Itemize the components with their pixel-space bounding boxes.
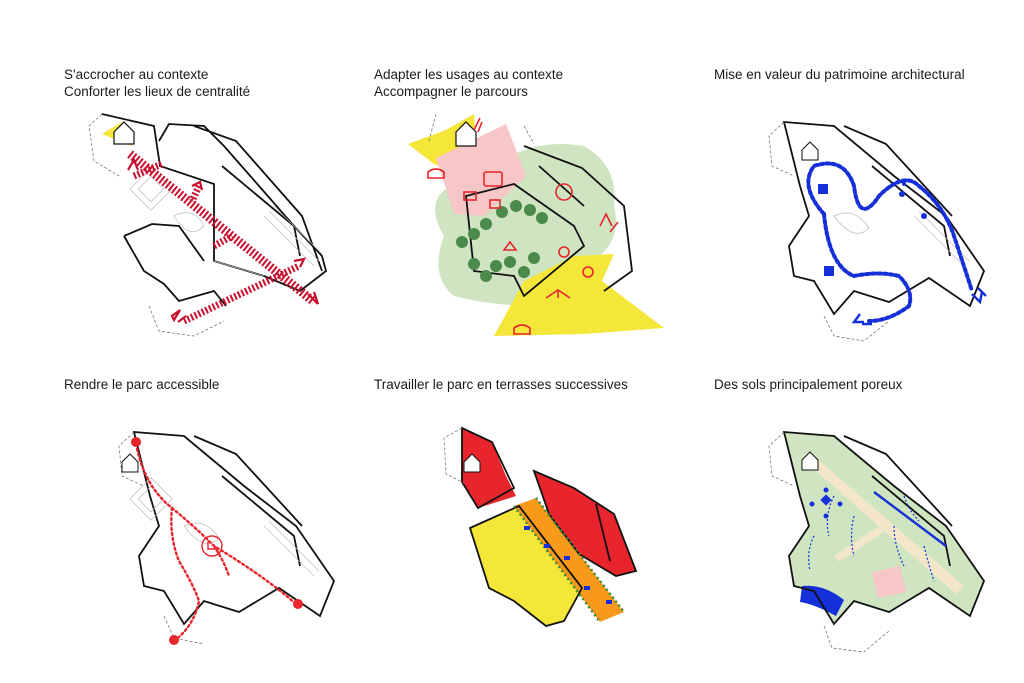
landmark-icon: [801, 451, 819, 471]
sand-path-main: [808, 456, 964, 594]
panel-caption: Rendre le parc accessible: [64, 376, 219, 393]
site-outline-dashed: [768, 121, 890, 342]
diagram-panel-uses: Adapter les usages au contexte Accompagn…: [374, 66, 694, 356]
site-map: [118, 431, 336, 645]
trees: [456, 200, 548, 282]
pink-plaza: [872, 566, 906, 598]
site-outline-dashed: [443, 427, 467, 485]
site-outline: [461, 426, 638, 627]
diagram-panel-terraces: Travailler le parc en terrasses successi…: [374, 376, 694, 666]
panel-caption: Adapter les usages au contexte Accompagn…: [374, 66, 563, 100]
site-detail: [129, 167, 323, 277]
accessible-route: [134, 442, 298, 643]
green-dotted-edge: [512, 497, 626, 623]
yellow-zone-bottom: [494, 254, 664, 336]
site-outline-dashed: [428, 113, 535, 145]
heritage-route: [806, 161, 974, 323]
route-endpoint-2: [293, 599, 303, 609]
landmark-icon: [455, 121, 477, 147]
diagram-panel-porous-soils: Des sols principalement poreux: [714, 376, 1024, 666]
terrace-yellow: [470, 506, 582, 626]
terrace-red-right: [534, 471, 636, 576]
site-outline: [782, 431, 986, 626]
site-outline-dashed: [118, 431, 205, 645]
site-map: [443, 426, 638, 627]
site-map: [768, 431, 986, 653]
accessibility-icon: [201, 535, 223, 557]
caption-line-1: Mise en valeur du patrimoine architectur…: [714, 67, 965, 82]
caption-line-1: Travailler le parc en terrasses successi…: [374, 377, 628, 392]
terrace-red-top: [462, 428, 516, 508]
site-outline-dashed: [768, 431, 890, 653]
arrowheads: [851, 287, 987, 326]
panel-caption: Des sols principalement poreux: [714, 376, 902, 393]
pink-zone: [436, 124, 526, 216]
panel-caption: S'accrocher au contexte Conforter les li…: [64, 66, 250, 100]
drainage-channel: [873, 491, 947, 547]
landmark-icon: [463, 453, 481, 473]
landmark-icon: [113, 121, 135, 145]
usage-icons: [427, 117, 619, 335]
route-endpoint-3: [169, 635, 179, 645]
heritage-dots: [899, 182, 927, 219]
panel-caption: Travailler le parc en terrasses successi…: [374, 376, 628, 393]
diagram-panel-context: S'accrocher au contexte Conforter les li…: [64, 66, 384, 356]
route-endpoint-1: [131, 437, 141, 447]
panel-caption: Mise en valeur du patrimoine architectur…: [714, 66, 965, 83]
water-basin: [800, 585, 844, 616]
heritage-square-2: [824, 266, 834, 276]
caption-line-1: Des sols principalement poreux: [714, 377, 903, 392]
diagram-panel-heritage: Mise en valeur du patrimoine architectur…: [714, 66, 1024, 356]
caption-line-2: Accompagner le parcours: [374, 84, 528, 99]
caption-line-1: S'accrocher au contexte: [64, 67, 209, 82]
landmark-icon: [121, 453, 139, 473]
site-outline-dashed: [88, 113, 225, 337]
site-outline: [132, 431, 336, 626]
diagram-panel-accessible: Rendre le parc accessible: [64, 376, 384, 666]
site-outline: [101, 113, 328, 307]
heritage-square-1: [818, 184, 828, 194]
caption-line-2: Conforter les lieux de centralité: [64, 84, 251, 99]
caption-line-1: Adapter les usages au contexte: [374, 67, 564, 82]
site-map: [408, 113, 664, 336]
caption-line-1: Rendre le parc accessible: [64, 377, 220, 392]
site-outline: [465, 145, 633, 298]
site-outline: [782, 121, 986, 316]
landmark-icon: [801, 141, 819, 161]
arrowheads: [127, 157, 320, 323]
site-map: [88, 113, 328, 337]
sand-path-cross: [834, 526, 884, 562]
site-map: [768, 121, 987, 342]
axis-arrow-cross: [132, 160, 301, 325]
steps-markers: [524, 526, 612, 604]
